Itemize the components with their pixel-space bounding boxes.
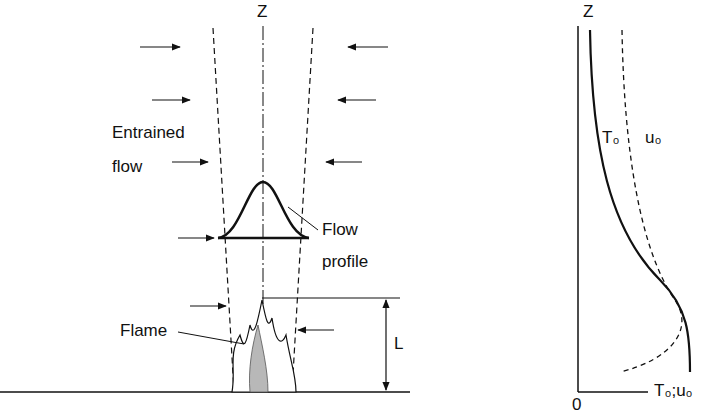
axis-label: Z xyxy=(583,2,593,22)
entrainment-arrow xyxy=(326,161,362,162)
curve-label: T₀ xyxy=(602,128,619,148)
entrainment-arrow xyxy=(348,46,388,47)
flame-outline xyxy=(232,300,296,392)
entrainment-arrow xyxy=(190,305,226,306)
profile-label: Flow profile xyxy=(322,214,384,278)
leader-line xyxy=(288,207,318,230)
entrainment-arrow xyxy=(152,99,190,100)
value-axis xyxy=(578,391,648,393)
axis-label: Z xyxy=(257,2,267,22)
entrainment-label: Entrained flow xyxy=(112,116,194,184)
temperature-curve xyxy=(590,30,690,372)
z-axis xyxy=(577,26,579,392)
velocity-curve xyxy=(620,30,682,372)
dimension-label: L xyxy=(394,334,403,354)
flame-label: Flame xyxy=(120,321,167,341)
ground-line xyxy=(0,391,410,393)
entrainment-arrow xyxy=(298,329,334,330)
entrainment-arrow xyxy=(178,237,214,238)
origin-label: 0 xyxy=(572,395,581,415)
profile-base xyxy=(218,237,309,240)
entrainment-arrow xyxy=(140,46,180,47)
plume-boundary xyxy=(292,28,313,392)
flow-profile-curve xyxy=(218,182,309,238)
curve-label: u₀ xyxy=(645,128,662,148)
dimension-arrow xyxy=(385,300,386,390)
leader-line xyxy=(178,332,244,344)
plume-boundary xyxy=(213,28,234,392)
dimension-line xyxy=(262,297,400,298)
flame-core xyxy=(249,325,268,392)
entrainment-arrow xyxy=(172,161,208,162)
axis-label: T₀;u₀ xyxy=(654,381,693,401)
entrainment-arrow xyxy=(338,99,376,100)
